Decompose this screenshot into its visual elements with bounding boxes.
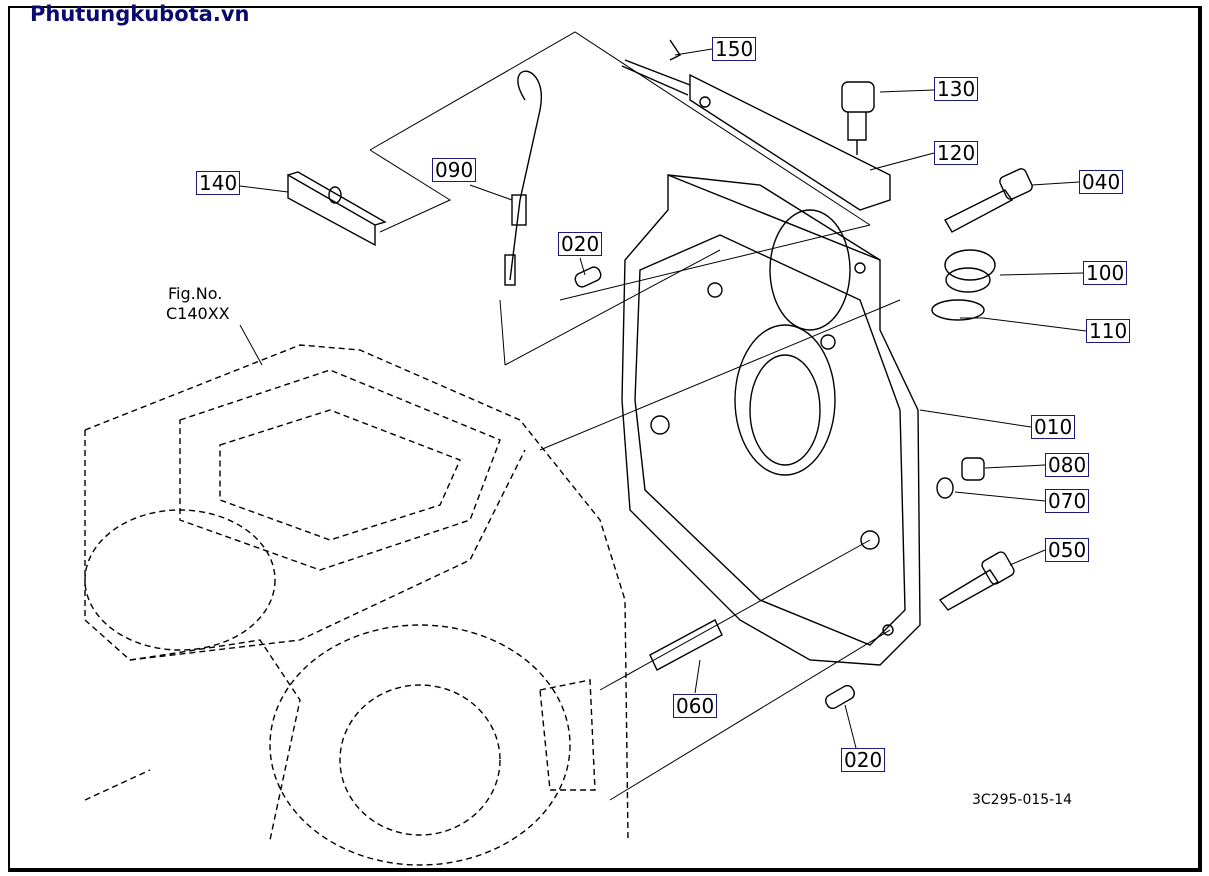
figure-reference-label: Fig.No.	[168, 284, 223, 303]
part-label-080[interactable]: 080	[1045, 453, 1090, 477]
part-label-100[interactable]: 100	[1083, 261, 1128, 285]
part-label-040[interactable]: 040	[1079, 170, 1124, 194]
part-label-020-bottom[interactable]: 020	[841, 748, 886, 772]
figure-reference-number: C140XX	[166, 304, 230, 323]
part-label-060[interactable]: 060	[673, 694, 718, 718]
part-120-150	[621, 39, 891, 211]
leader-lines	[239, 31, 1087, 801]
dowel-020-top	[574, 266, 602, 288]
part-label-140[interactable]: 140	[196, 171, 241, 195]
part-label-050[interactable]: 050	[1045, 538, 1090, 562]
part-label-120[interactable]: 120	[934, 141, 979, 165]
housing-part-010	[621, 173, 921, 666]
bolt-130	[841, 81, 875, 155]
bolt-050	[938, 551, 1015, 611]
part-label-150[interactable]: 150	[712, 37, 757, 61]
transmission-case-outline	[84, 344, 629, 866]
drawing-code: 3C295-015-14	[972, 792, 1073, 808]
part-label-010[interactable]: 010	[1031, 415, 1076, 439]
stud-060	[649, 619, 723, 671]
o-ring-110	[931, 299, 985, 321]
site-watermark: Phutungkubota.vn	[30, 2, 250, 26]
block-140	[287, 171, 387, 247]
bolt-040	[944, 168, 1033, 233]
part-label-090[interactable]: 090	[432, 158, 477, 182]
dowel-020-bottom	[825, 684, 855, 710]
part-label-110[interactable]: 110	[1086, 319, 1131, 343]
plug-100	[944, 249, 996, 293]
dipstick-090	[504, 70, 543, 286]
part-label-130[interactable]: 130	[934, 77, 979, 101]
part-label-020-top[interactable]: 020	[558, 232, 603, 256]
washer-070-nut-080	[936, 457, 985, 499]
drawing-frame	[8, 6, 1202, 872]
part-label-070[interactable]: 070	[1045, 489, 1090, 513]
